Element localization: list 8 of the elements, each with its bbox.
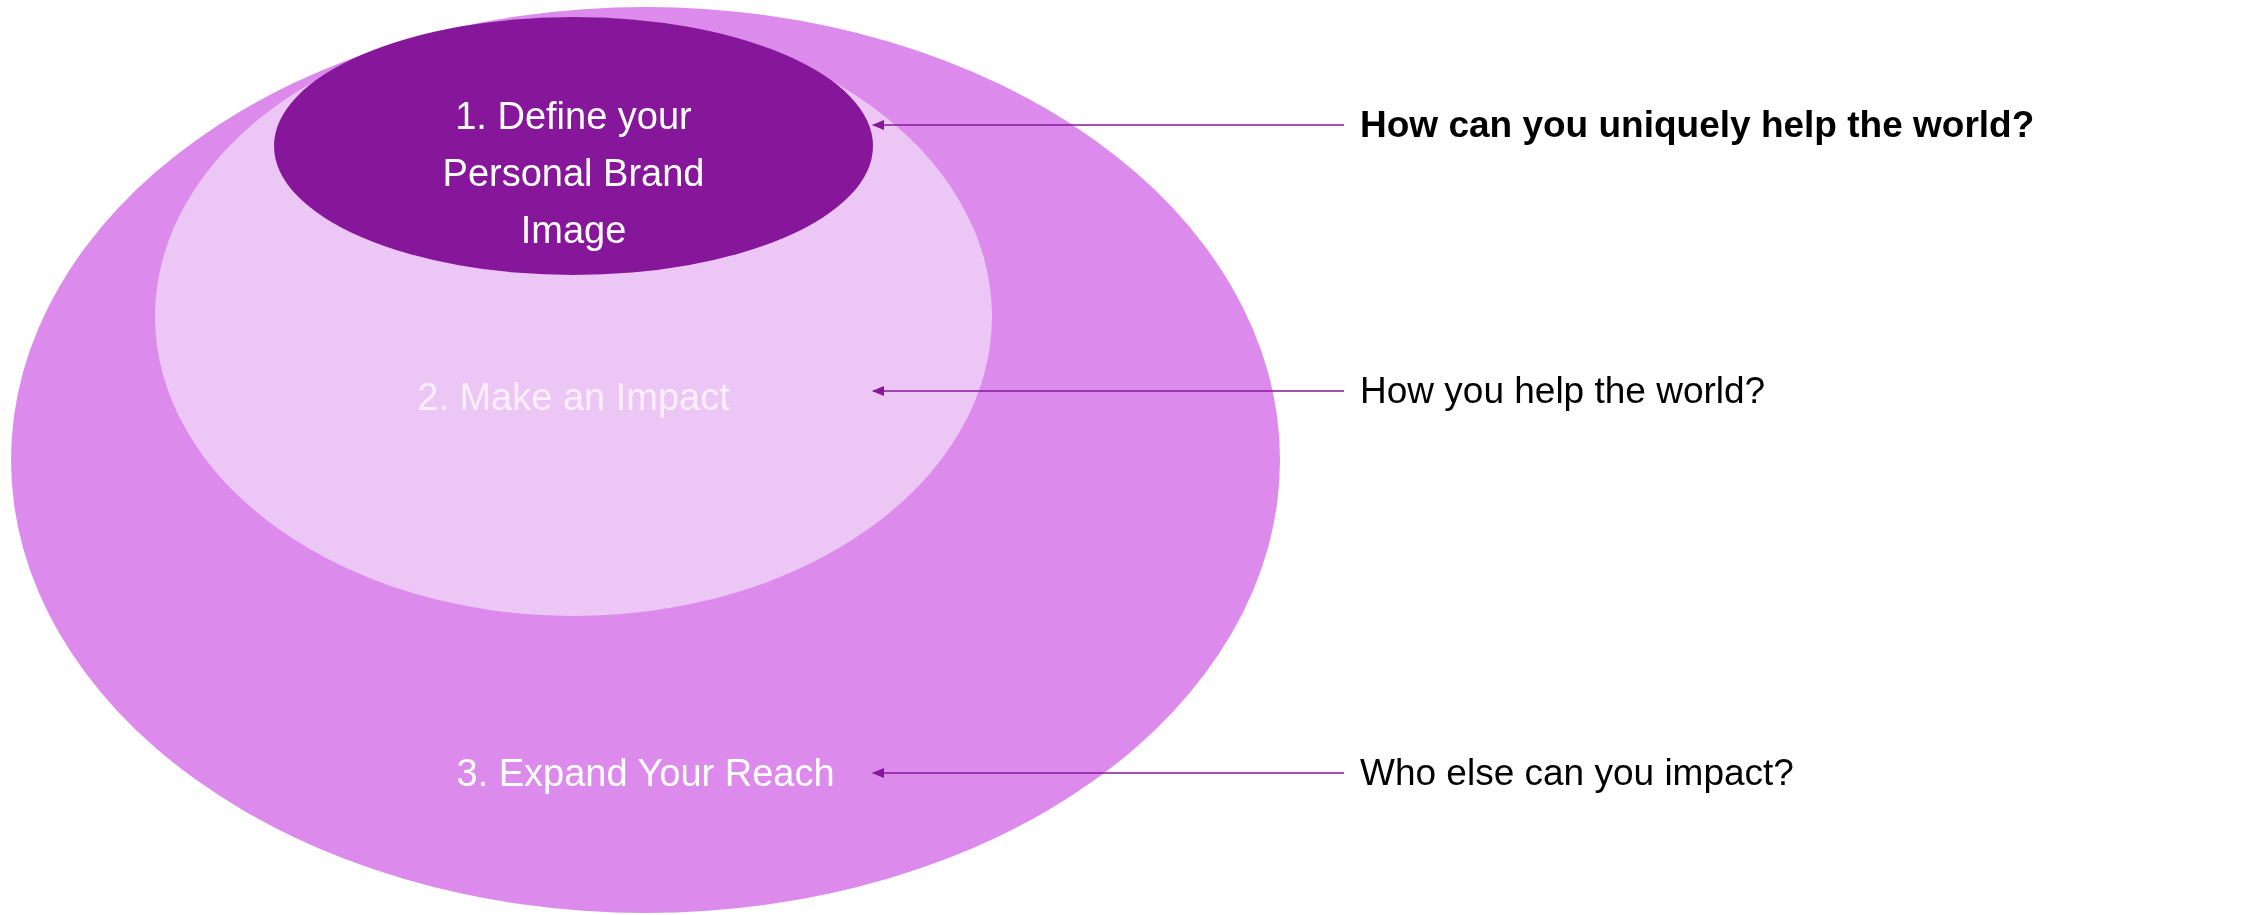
arrow: [872, 768, 1345, 778]
arrow: [872, 120, 1345, 130]
question-text: How can you uniquely help the world?: [1360, 103, 2035, 147]
ellipse-label: 3. Expand Your Reach: [456, 751, 835, 796]
ellipse-label: 1. Define your Personal Brand Image: [441, 94, 706, 253]
question-text: Who else can you impact?: [1360, 751, 1794, 795]
arrow: [872, 386, 1345, 396]
question-text: How you help the world?: [1360, 369, 1766, 413]
